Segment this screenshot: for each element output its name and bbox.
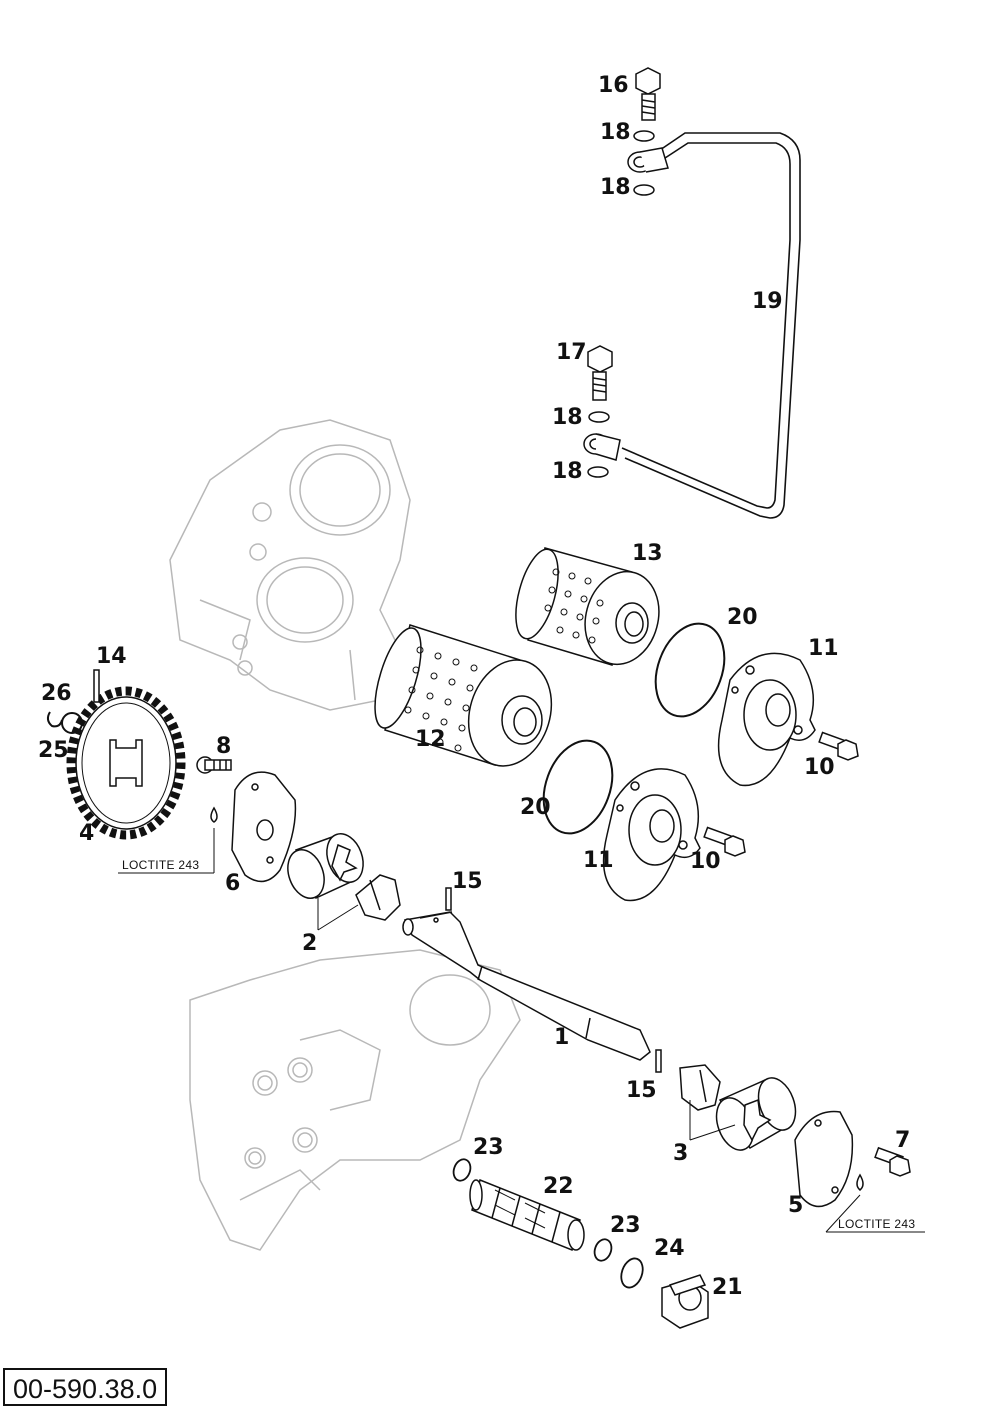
- pin-15-lower: [655, 1049, 662, 1073]
- pump-cover-5: [794, 1110, 854, 1208]
- washer-25: [61, 712, 83, 734]
- callout-20-b: 20: [520, 795, 551, 820]
- callout-16: 16: [598, 73, 629, 98]
- callout-5: 5: [788, 1193, 804, 1218]
- callout-7: 7: [895, 1128, 911, 1153]
- oil-filter-13: [515, 547, 660, 666]
- filter-cover-upper: [717, 652, 816, 787]
- banjo-bolt-17: [587, 345, 613, 401]
- banjo-bolt-16: [635, 67, 661, 121]
- callout-8: 8: [216, 734, 232, 759]
- oil-pump-gear: [66, 686, 186, 840]
- callout-11-a: 11: [808, 636, 839, 661]
- pump-rotor-2: [287, 833, 401, 921]
- callout-10-b: 10: [690, 849, 721, 874]
- callout-23-b: 23: [610, 1213, 641, 1238]
- callout-15-a: 15: [452, 869, 483, 894]
- pump-shaft-1: [402, 911, 651, 1061]
- callout-11-b: 11: [583, 848, 614, 873]
- callout-21: 21: [712, 1275, 743, 1300]
- sealing-washers: [587, 130, 655, 478]
- engine-housing-lower-outline: [189, 949, 521, 1251]
- callout-3: 3: [673, 1141, 689, 1166]
- callout-18-d: 18: [552, 459, 583, 484]
- callout-26: 26: [41, 681, 72, 706]
- callout-12: 12: [415, 727, 446, 752]
- pump-cover-6: [231, 771, 297, 883]
- callout-22: 22: [543, 1174, 574, 1199]
- oil-line: [621, 132, 801, 519]
- callout-1: 1: [554, 1025, 570, 1050]
- callout-17: 17: [556, 340, 587, 365]
- circlip-26: [46, 711, 63, 728]
- callout-6: 6: [225, 871, 241, 896]
- oil-strainer-22: [469, 1178, 585, 1252]
- cover-bolts-10: [703, 731, 859, 857]
- callout-23-a: 23: [473, 1135, 504, 1160]
- callout-4: 4: [79, 821, 95, 846]
- callout-18-b: 18: [600, 175, 631, 200]
- rotor-2-leader: [317, 898, 359, 931]
- callout-14: 14: [96, 644, 127, 669]
- filter-cover-lower: [602, 768, 701, 902]
- callout-15-b: 15: [626, 1078, 657, 1103]
- callout-19: 19: [752, 289, 783, 314]
- loctite-drop-left: [210, 806, 218, 823]
- loctite-leader-right: [825, 1194, 861, 1233]
- callout-18-a: 18: [600, 120, 631, 145]
- oil-filter-12: [374, 624, 553, 767]
- screw-7: [874, 1146, 911, 1177]
- dowel-pin-14: [93, 669, 100, 703]
- drain-plug-21: [661, 1274, 709, 1329]
- loctite-note-right: LOCTITE 243: [838, 1217, 916, 1231]
- callout-10-a: 10: [804, 755, 835, 780]
- strainer-o-rings: [452, 1158, 644, 1289]
- drawing-number-label: 00-590.38.0: [3, 1368, 168, 1406]
- o-rings-20: [542, 622, 726, 835]
- rotor-3-leader: [689, 1100, 736, 1141]
- callout-25: 25: [38, 738, 69, 763]
- loctite-note-left: LOCTITE 243: [122, 858, 200, 872]
- banjo-fitting-top: [627, 147, 669, 173]
- callout-20-a: 20: [727, 605, 758, 630]
- callout-24: 24: [654, 1236, 685, 1261]
- callout-18-c: 18: [552, 405, 583, 430]
- callout-2: 2: [302, 931, 318, 956]
- banjo-fitting-bottom: [583, 433, 621, 461]
- loctite-drop-right: [856, 1173, 864, 1191]
- callout-13: 13: [632, 541, 663, 566]
- screw-8: [196, 756, 232, 774]
- pin-15-upper: [445, 887, 452, 911]
- engine-housing-upper-outline: [169, 419, 411, 711]
- pump-rotor-3: [679, 1064, 797, 1151]
